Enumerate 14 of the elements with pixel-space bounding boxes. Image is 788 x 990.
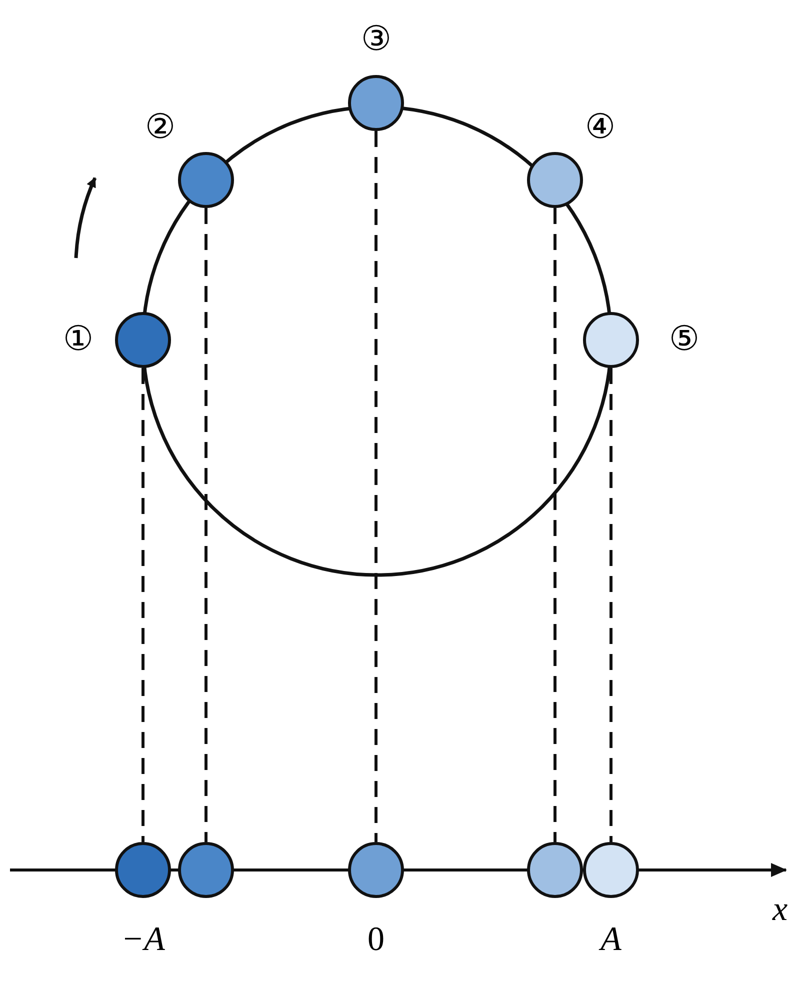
circled-number: ④ [585, 111, 615, 145]
circled-number: ① [63, 323, 93, 357]
circled-number: ⑤ [669, 323, 699, 357]
axis-label: x [772, 893, 788, 927]
dashed-line [374, 131, 378, 842]
dashed-line [610, 368, 612, 842]
circled-number: ③ [361, 23, 391, 57]
dashed-line [142, 368, 144, 842]
tick-label: −A [121, 923, 165, 957]
dashed-line [554, 208, 556, 842]
tick-label: 0 [368, 923, 384, 957]
circled-number: ② [145, 111, 175, 145]
tick-label: A [600, 923, 622, 957]
dashed-line [204, 208, 208, 842]
